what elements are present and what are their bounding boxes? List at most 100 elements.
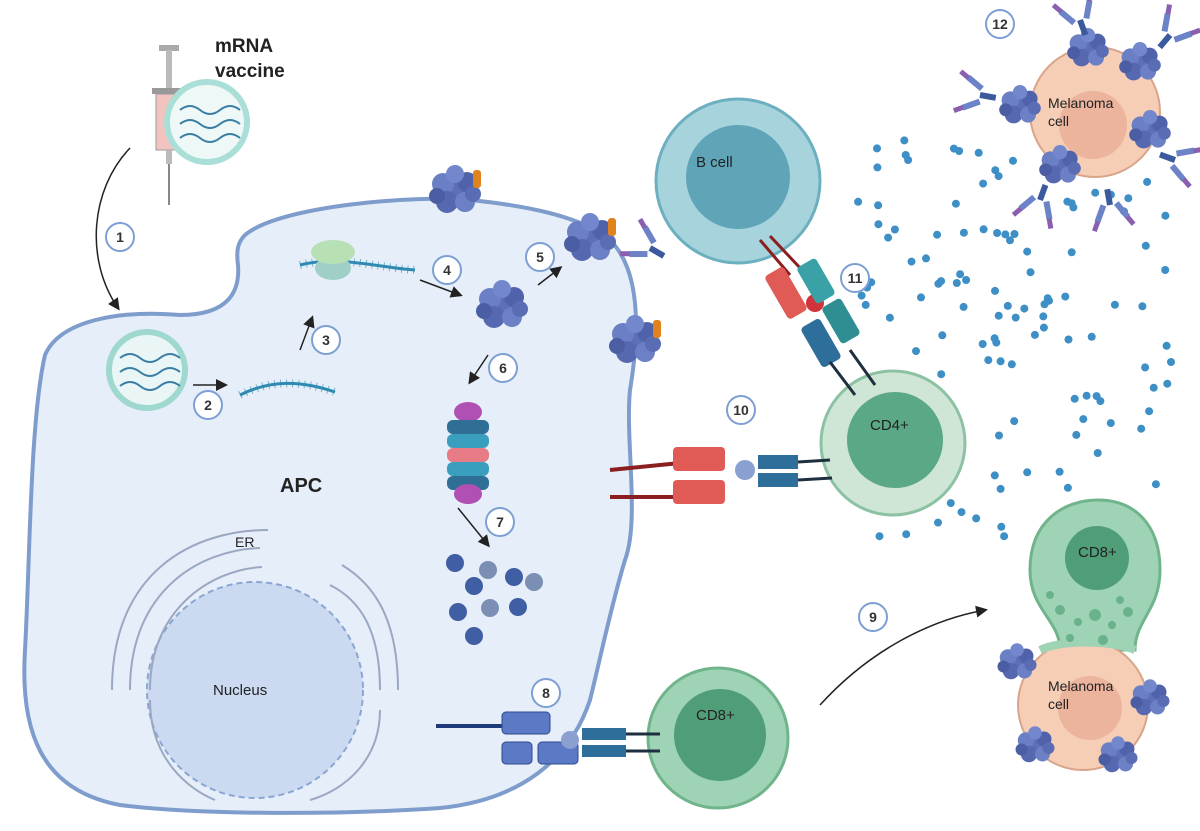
cytokine-dot xyxy=(1163,379,1172,388)
step-marker-6: 6 xyxy=(488,353,518,383)
cytokine-dot xyxy=(1030,330,1039,339)
cytokine-dot xyxy=(1141,363,1150,372)
cytokine-dot xyxy=(1000,532,1009,541)
cytokine-dot xyxy=(962,276,971,284)
cytokine-dot xyxy=(1161,266,1170,274)
bcell-cd4-interaction xyxy=(758,234,877,396)
cytokine-dot xyxy=(1106,419,1115,428)
cytokine-dot xyxy=(938,331,947,340)
cytokine-dot xyxy=(1003,301,1012,310)
cytokine-dot xyxy=(873,163,882,172)
cytokine-dot xyxy=(974,148,983,157)
cytokine-dot xyxy=(1070,394,1079,403)
cytokine-dot xyxy=(861,300,870,309)
cytokine-dot xyxy=(900,136,909,145)
cytokine-particles xyxy=(848,136,1175,541)
step-arrows xyxy=(95,147,988,706)
cytokine-dot xyxy=(1023,468,1032,477)
melanoma-bottom-label-line2: cell xyxy=(1048,696,1069,712)
cytokine-dot xyxy=(907,257,916,266)
step-marker-12: 12 xyxy=(985,9,1015,39)
melanoma-top-label-line1: Melanoma xyxy=(1048,95,1114,111)
cytokine-dot xyxy=(857,291,866,300)
cytokine-dot xyxy=(1039,323,1048,332)
cytokine-dot xyxy=(995,431,1003,440)
cytokine-dot xyxy=(955,147,964,155)
cytokine-dot xyxy=(1043,294,1052,303)
cytokine-dot xyxy=(1079,415,1088,424)
cytokine-dot xyxy=(1067,248,1076,257)
cytokine-dot xyxy=(917,293,925,302)
antigen-surface-top xyxy=(429,165,481,213)
cytokine-dot xyxy=(1064,335,1073,344)
cytokine-dot xyxy=(1124,194,1133,203)
cytokine-dot xyxy=(934,518,942,527)
step-marker-3: 3 xyxy=(311,325,341,355)
cytokine-dot xyxy=(1020,304,1029,313)
cd8-right-label: CD8+ xyxy=(1078,544,1117,561)
nucleus xyxy=(146,581,364,799)
cytokine-dot xyxy=(1087,332,1096,341)
lnp-vesicle-syringe xyxy=(164,79,250,165)
endoplasmic-reticulum xyxy=(111,529,399,801)
melanoma-bottom-label-line1: Melanoma xyxy=(1048,678,1114,694)
peptide-fragments xyxy=(446,554,543,645)
b-cell-label: B cell xyxy=(696,154,733,171)
mhc-class-ii-tcr-complex xyxy=(609,447,833,504)
cd4-t-cell xyxy=(819,369,967,517)
cytokine-dot xyxy=(996,484,1005,493)
cytokine-dot xyxy=(1167,358,1175,366)
cytokine-dot xyxy=(952,279,961,287)
step-number: 11 xyxy=(848,270,863,286)
step-marker-1: 1 xyxy=(105,222,135,252)
mrna-strand xyxy=(238,379,337,399)
nucleus-label: Nucleus xyxy=(213,682,267,699)
proteasome xyxy=(447,402,489,504)
cytokine-dot xyxy=(1055,467,1064,476)
cytokine-dot xyxy=(901,151,910,159)
apc-label: APC xyxy=(280,475,322,497)
cytokine-dot xyxy=(990,334,999,343)
cytokine-dot xyxy=(993,229,1002,237)
cytokine-dot xyxy=(902,530,911,539)
cytokine-dot xyxy=(1010,417,1019,426)
cytokine-dot xyxy=(1010,230,1019,238)
cytokine-dot xyxy=(1069,203,1078,212)
step-number: 3 xyxy=(322,332,330,348)
cytokine-dot xyxy=(937,370,946,379)
cytokine-dot xyxy=(991,166,1000,175)
mhc-class-i-tcr-complex xyxy=(436,711,660,765)
cytokine-dot xyxy=(922,254,930,263)
cytokine-dot xyxy=(997,522,1006,531)
cytokine-dot xyxy=(1138,302,1147,311)
cytokine-dot xyxy=(979,225,988,234)
cytokine-dot xyxy=(1110,300,1119,309)
cytokine-dot xyxy=(875,532,884,541)
cytokine-dot xyxy=(1023,247,1032,256)
cytokine-dot xyxy=(946,499,955,508)
cytokine-dot xyxy=(1143,177,1152,186)
cytokine-dot xyxy=(951,199,960,208)
cytokine-dot xyxy=(984,356,993,365)
cytokine-dot xyxy=(994,172,1003,181)
cytokine-dot xyxy=(1072,430,1081,439)
cytokine-dot xyxy=(1137,424,1146,433)
step-number: 7 xyxy=(496,514,504,530)
cytokine-dot xyxy=(1006,236,1014,245)
cytokine-dot xyxy=(1001,230,1010,239)
step-number: 2 xyxy=(204,397,212,413)
step-number: 8 xyxy=(542,685,550,701)
cytokine-dot xyxy=(972,514,981,523)
cytokine-dot xyxy=(957,508,966,517)
step-marker-8: 8 xyxy=(531,678,561,708)
step-marker-7: 7 xyxy=(485,507,515,537)
step-marker-5: 5 xyxy=(525,242,555,272)
cytokine-dot xyxy=(1162,341,1171,350)
step-marker-2: 2 xyxy=(193,390,223,420)
cytokine-dot xyxy=(1093,449,1102,457)
vaccine-label-line2: vaccine xyxy=(215,61,285,82)
step-number: 6 xyxy=(499,360,507,376)
cytokine-dot xyxy=(1063,197,1072,206)
step-marker-9: 9 xyxy=(858,602,888,632)
